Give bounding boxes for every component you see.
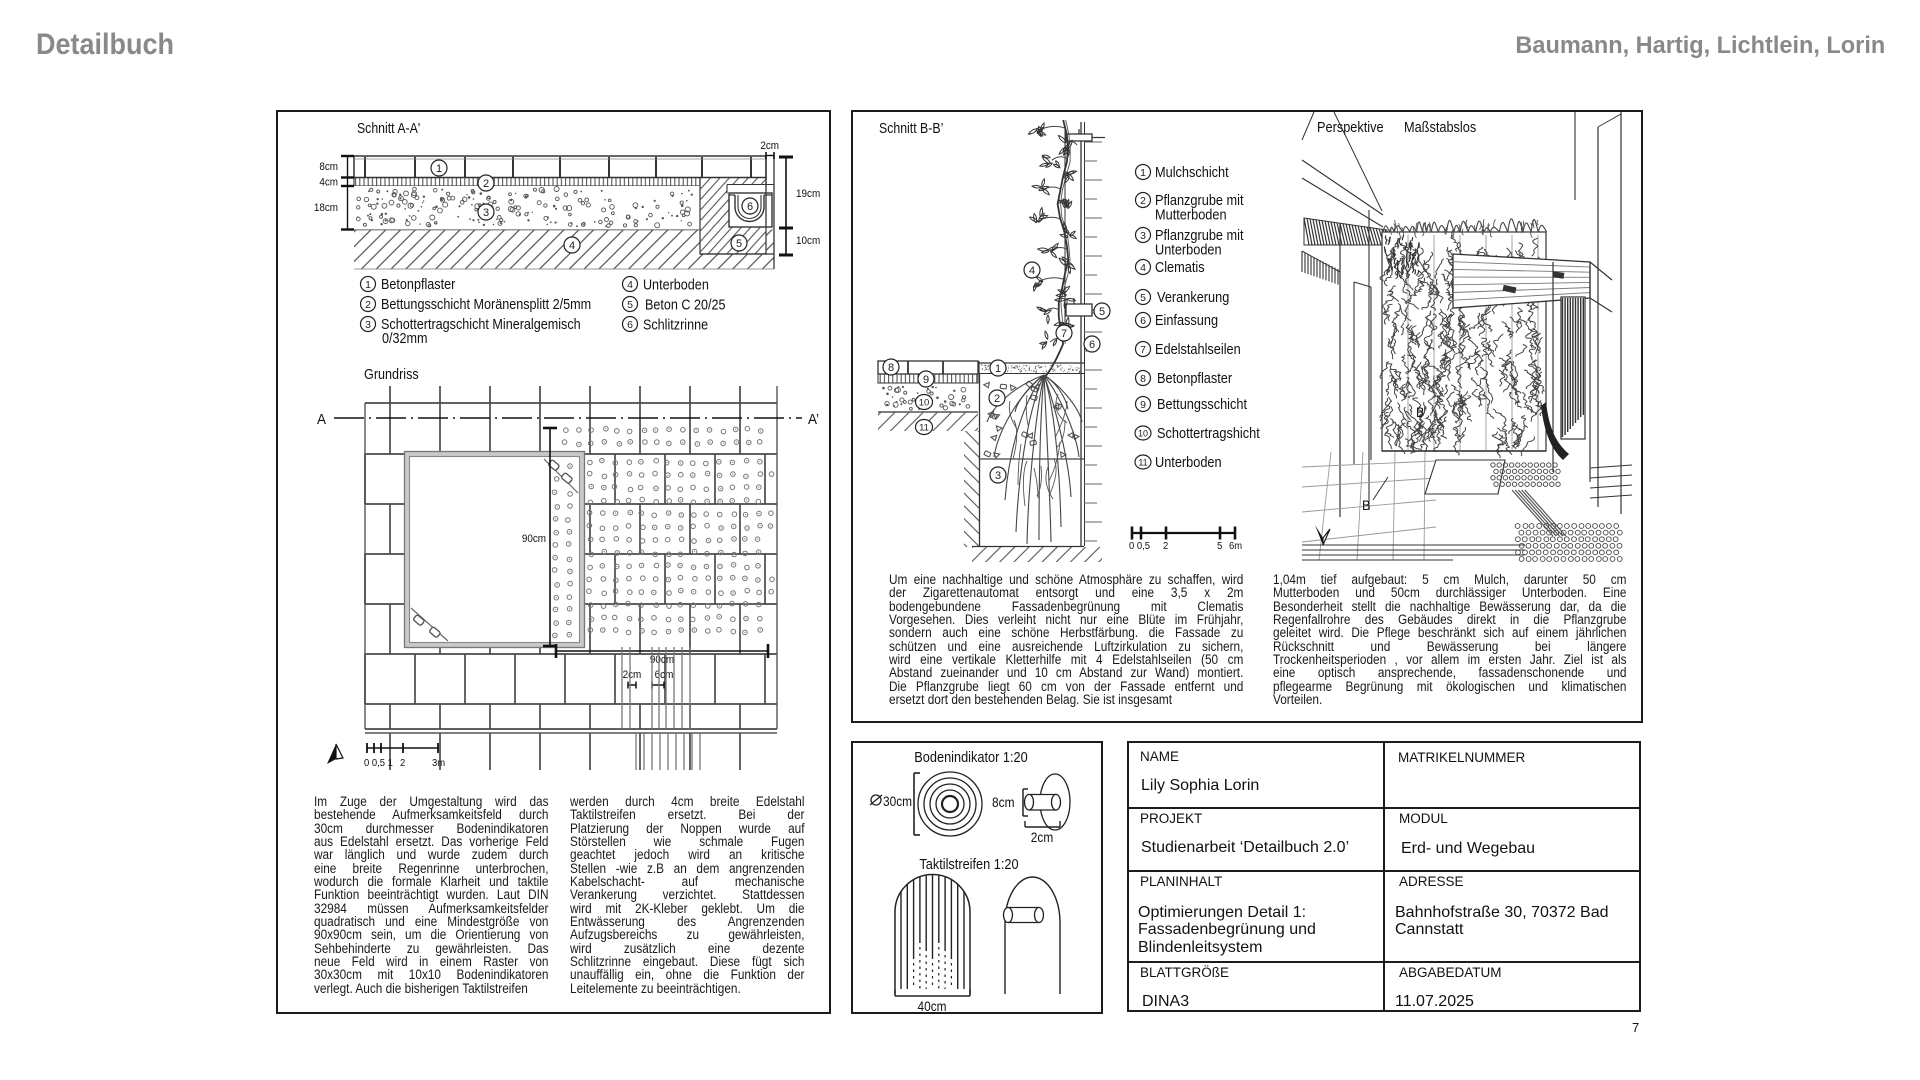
svg-text:3m: 3m [432, 758, 445, 770]
svg-text:Maßstabslos: Maßstabslos [1404, 119, 1476, 135]
svg-text:2cm: 2cm [760, 141, 779, 153]
svg-text:B’: B’ [1416, 404, 1427, 420]
svg-text:10cm: 10cm [796, 236, 820, 248]
svg-text:3: 3 [995, 470, 1001, 482]
svg-text:Unterboden: Unterboden [643, 277, 709, 293]
svg-text:3: 3 [365, 319, 371, 331]
svg-text:2: 2 [994, 393, 1000, 405]
svg-text:Grundriss: Grundriss [364, 366, 419, 382]
svg-text:4cm: 4cm [319, 177, 338, 189]
svg-text:6m: 6m [1229, 541, 1242, 553]
svg-text:Betonpflaster: Betonpflaster [1157, 370, 1233, 386]
svg-text:5: 5 [1099, 306, 1105, 318]
svg-text:6: 6 [627, 319, 633, 331]
svg-text:Pflanzgrube mit: Pflanzgrube mit [1155, 227, 1244, 243]
svg-text:4: 4 [569, 240, 575, 252]
svg-text:7: 7 [1061, 328, 1067, 340]
svg-text:5: 5 [627, 299, 633, 311]
svg-text:18cm: 18cm [314, 203, 338, 215]
svg-text:1: 1 [436, 163, 442, 175]
svg-text:Verankerung: Verankerung [1157, 289, 1229, 305]
svg-text:0 0,5: 0 0,5 [1129, 541, 1150, 553]
svg-text:8: 8 [888, 362, 894, 374]
svg-text:10: 10 [1138, 429, 1148, 439]
svg-text:Schlitzrinne: Schlitzrinne [643, 317, 708, 333]
svg-text:2: 2 [365, 299, 371, 311]
svg-text:Taktilstreifen 1:20: Taktilstreifen 1:20 [919, 856, 1019, 872]
svg-text:Bettungsschicht Moränensplitt: Bettungsschicht Moränensplitt 2/5mm [381, 296, 591, 312]
svg-text:Mulchschicht: Mulchschicht [1155, 164, 1229, 180]
svg-text:9: 9 [923, 374, 929, 386]
svg-text:8: 8 [1140, 373, 1146, 385]
svg-text:6: 6 [1089, 339, 1095, 351]
svg-text:10: 10 [919, 398, 930, 409]
svg-text:90cm: 90cm [522, 534, 546, 546]
svg-text:5: 5 [736, 238, 742, 250]
svg-text:6: 6 [747, 201, 753, 213]
svg-text:4: 4 [1029, 265, 1035, 277]
svg-text:Unterboden: Unterboden [1155, 454, 1222, 470]
svg-text:Bodenindikator 1:20: Bodenindikator 1:20 [914, 749, 1028, 765]
svg-text:Bettungsschicht: Bettungsschicht [1157, 396, 1247, 412]
svg-text:6: 6 [1140, 315, 1146, 327]
svg-text:9: 9 [1140, 399, 1146, 411]
svg-text:2: 2 [483, 178, 489, 190]
svg-text:Clematis: Clematis [1155, 259, 1205, 275]
svg-text:Betonpflaster: Betonpflaster [381, 276, 456, 292]
svg-text:Unterboden: Unterboden [1155, 242, 1222, 258]
svg-text:4: 4 [627, 279, 633, 291]
svg-text:19cm: 19cm [796, 189, 820, 201]
svg-text:Perspektive: Perspektive [1317, 119, 1384, 135]
svg-text:0/32mm: 0/32mm [382, 330, 428, 346]
svg-text:7: 7 [1140, 344, 1146, 356]
svg-text:40cm: 40cm [918, 998, 947, 1014]
svg-text:Schottertragschicht Mineralgem: Schottertragschicht Mineralgemisch [381, 316, 581, 332]
svg-text:11: 11 [1138, 458, 1147, 468]
svg-text:2cm: 2cm [1031, 829, 1053, 845]
svg-text:Mutterboden: Mutterboden [1155, 207, 1227, 223]
svg-text:A’: A’ [808, 411, 819, 428]
svg-text:11: 11 [919, 423, 929, 434]
svg-text:0 0,5 1: 0 0,5 1 [364, 758, 393, 770]
svg-text:Einfassung: Einfassung [1155, 312, 1218, 328]
svg-text:B: B [1362, 497, 1371, 513]
svg-text:30cm: 30cm [883, 793, 912, 809]
svg-text:Beton C 20/25: Beton C 20/25 [645, 297, 726, 313]
svg-text:8cm: 8cm [992, 794, 1014, 810]
svg-text:Schnitt B-B’: Schnitt B-B’ [879, 120, 943, 136]
svg-text:Edelstahlseilen: Edelstahlseilen [1155, 341, 1241, 357]
svg-text:Pflanzgrube mit: Pflanzgrube mit [1155, 192, 1244, 208]
svg-text:2: 2 [400, 758, 406, 770]
svg-text:A: A [317, 411, 326, 428]
svg-text:1: 1 [1140, 167, 1146, 179]
svg-text:90cm: 90cm [650, 655, 674, 667]
svg-text:Schnitt A-A': Schnitt A-A' [357, 120, 420, 136]
svg-text:4: 4 [1140, 262, 1146, 274]
svg-text:2: 2 [1140, 195, 1146, 207]
svg-text:2cm: 2cm [623, 670, 642, 682]
svg-text:6cm: 6cm [655, 670, 674, 682]
svg-text:2: 2 [1163, 541, 1169, 553]
svg-text:8cm: 8cm [319, 162, 338, 174]
svg-text:3: 3 [483, 207, 489, 219]
svg-text:3: 3 [1140, 230, 1146, 242]
svg-text:Schottertragshicht: Schottertragshicht [1157, 425, 1260, 441]
svg-text:1: 1 [995, 363, 1001, 375]
svg-text:5: 5 [1217, 541, 1223, 553]
svg-text:5: 5 [1140, 292, 1146, 304]
svg-text:1: 1 [365, 279, 371, 291]
